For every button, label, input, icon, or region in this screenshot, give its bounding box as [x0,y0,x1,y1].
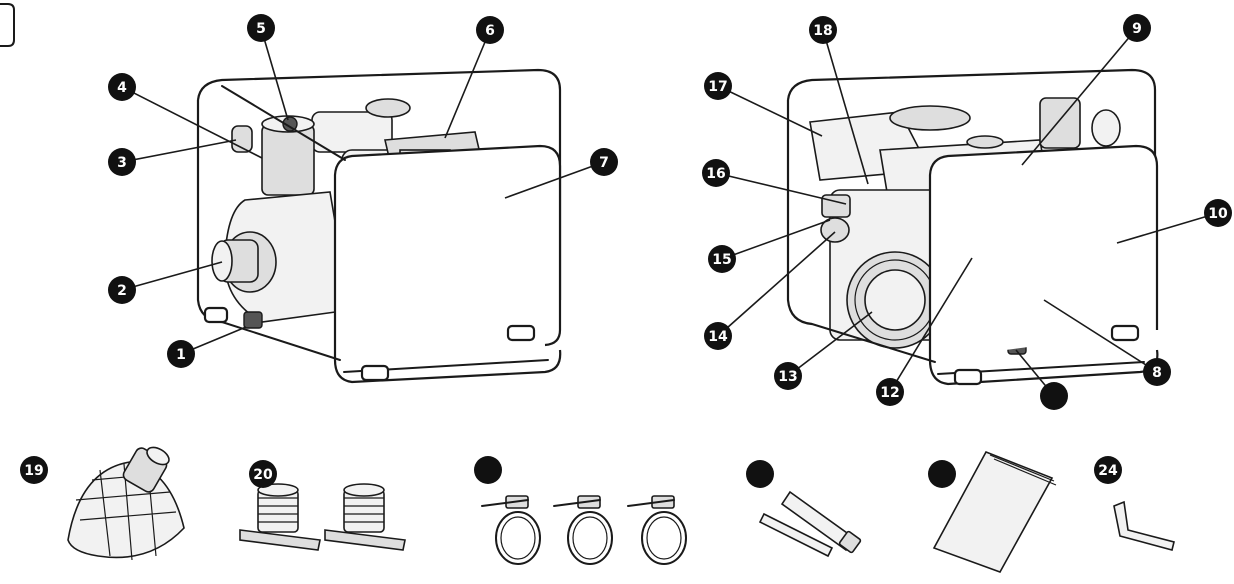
callout-17: 17 [704,72,732,100]
callout-4: 4 [108,73,136,101]
svg-text:17: 17 [708,79,727,95]
callout-5: 5 [247,14,275,42]
svg-text:2: 2 [117,283,127,299]
strainer-illustration [67,446,185,561]
svg-text:8: 8 [1152,365,1162,381]
pump-front-view [196,68,562,384]
svg-text:9: 9 [1132,21,1142,37]
svg-text:5: 5 [256,21,266,37]
svg-text:10: 10 [1208,206,1228,222]
leader-lines [121,27,1219,397]
callout-18: 18 [809,16,837,44]
callout-6: 6 [476,16,504,44]
spark-plug-wrench-illustration [758,490,862,558]
hose-clamps-illustration [481,495,687,565]
callout-2: 2 [108,276,136,304]
callout-1: 1 [167,340,195,368]
callout-7: 7 [590,148,618,176]
svg-text:20: 20 [253,467,273,483]
callout-15: 15 [708,245,736,273]
svg-text:13: 13 [778,369,797,385]
svg-text:12: 12 [880,385,899,401]
callout-24: 24 [1094,456,1122,484]
manual-illustration [932,450,1057,573]
svg-text:15: 15 [712,252,731,268]
pump-rear-view [786,68,1159,386]
callout-11 [1040,382,1068,410]
callout-10: 10 [1204,199,1232,227]
callout-21 [474,456,502,484]
hex-key-illustration [1113,500,1175,551]
svg-text:6: 6 [485,23,495,39]
callout-9: 9 [1123,14,1151,42]
svg-text:1: 1 [176,347,186,363]
callout-14: 14 [704,322,732,350]
svg-text:4: 4 [117,80,127,96]
callout-19: 19 [20,456,48,484]
callout-13: 13 [774,362,802,390]
hose-connectors-illustration [239,483,406,551]
svg-text:18: 18 [813,23,832,39]
callout-16: 16 [702,159,730,187]
callout-12: 12 [876,378,904,406]
figure-tab [0,3,15,47]
svg-text:16: 16 [706,166,725,182]
svg-text:14: 14 [708,329,728,345]
callout-20: 20 [249,460,277,488]
svg-text:24: 24 [1098,463,1118,479]
svg-text:7: 7 [599,155,609,171]
callout-23 [928,460,956,488]
svg-text:19: 19 [24,463,43,479]
callout-22 [746,460,774,488]
callout-3: 3 [108,148,136,176]
svg-text:3: 3 [117,155,127,171]
callout-8: 8 [1143,358,1171,386]
